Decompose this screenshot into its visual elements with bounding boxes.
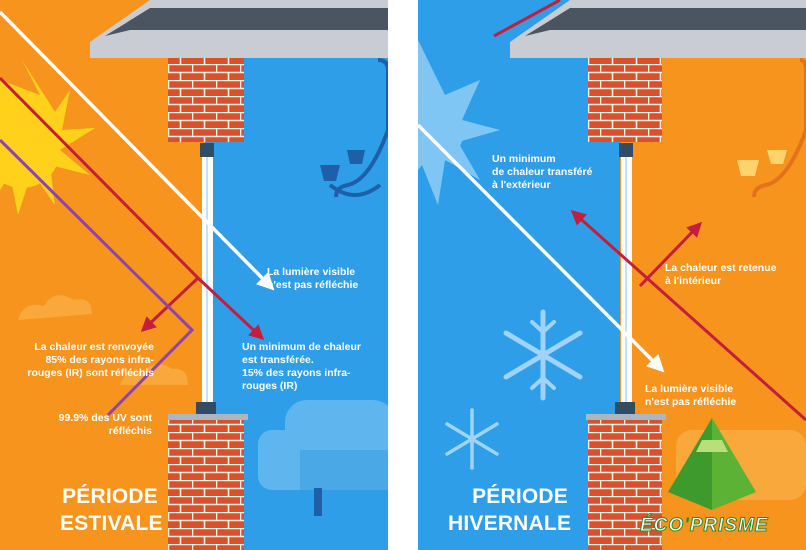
brick-wall-bottom <box>588 420 662 550</box>
cloud-icon <box>18 295 92 320</box>
window-top-cap <box>619 143 633 157</box>
sun-icon <box>0 60 95 215</box>
winter-heat-out-label: Un minimum de chaleur transféré à l'exté… <box>492 153 593 191</box>
brick-wall-top <box>168 58 244 142</box>
cloud-icon <box>120 363 188 385</box>
ir-transferred-ray <box>196 276 265 341</box>
summer-heat-returned-label: La chaleur est renvoyée 85% des rayons i… <box>27 341 154 379</box>
winter-visible-light-label: La lumière visible n'est pas réfléchie <box>645 383 737 408</box>
eco-prisme-logo-icon <box>668 418 756 510</box>
cold-sun-icon <box>418 40 500 205</box>
snowflake-icon <box>503 309 583 401</box>
visible-light-ray <box>0 10 275 291</box>
brand-part-1: ÉCO <box>639 515 685 537</box>
heat-retained-ray <box>638 221 703 288</box>
summer-panel <box>0 0 388 550</box>
brand-logo-text: ÉCO'PRISME <box>639 515 769 537</box>
sofa-icon <box>258 400 388 516</box>
uv-ray <box>0 138 195 417</box>
brick-wall-bottom <box>168 420 244 550</box>
window-sill <box>196 402 216 416</box>
snowflake-icon <box>445 408 499 470</box>
summer-heat-min-label: Un minimum de chaleur est transférée. 15… <box>242 341 362 392</box>
summer-period-title: PÉRIODE ESTIVALE <box>60 485 163 535</box>
winter-period-title: PÉRIODE HIVERNALE <box>448 485 572 535</box>
window-sill <box>615 402 635 416</box>
lamp-icon <box>320 58 388 198</box>
lamp-icon <box>737 58 806 198</box>
winter-heat-retained-label: La chaleur est retenue à l'intérieur <box>665 262 777 287</box>
summer-visible-light-label: La lumière visible n'est pas réfléchie <box>267 266 359 291</box>
summer-uv-label: 99.9% des UV sont réfléchis <box>58 412 152 437</box>
roof-shadow <box>105 8 388 36</box>
window-top-cap <box>200 143 214 157</box>
brick-wall-top <box>588 58 662 142</box>
brand-part-2: PRISME <box>689 515 769 537</box>
visible-light-ray <box>418 123 665 373</box>
heat-out-ray <box>570 210 806 422</box>
